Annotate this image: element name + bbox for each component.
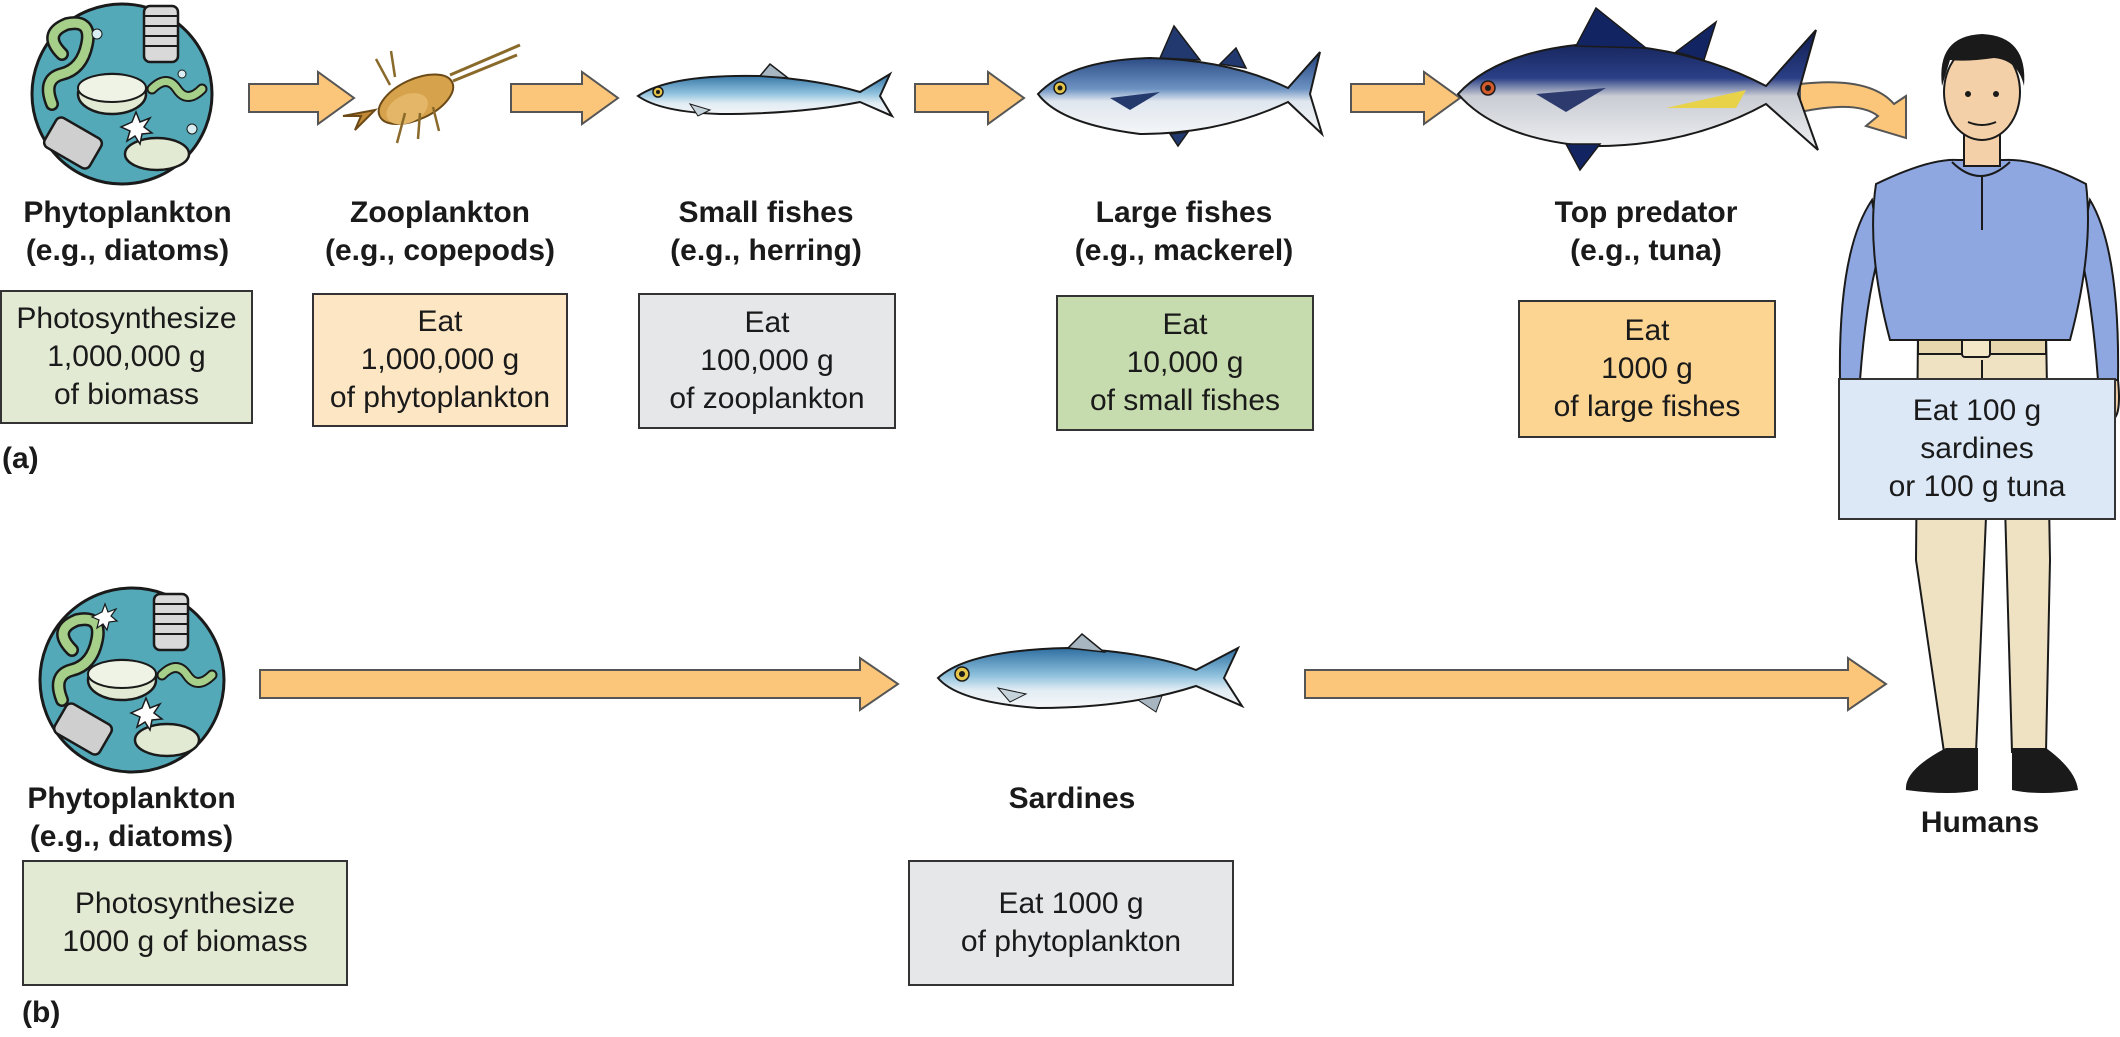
- box-line: of large fishes: [1553, 390, 1741, 423]
- arrow-large-fish-to-tuna: [1350, 70, 1462, 126]
- arrow-sardines-to-humans: [1304, 656, 1888, 712]
- stage-name-sardines: Sardines: [1008, 782, 1136, 815]
- tuna-icon: [1456, 6, 1819, 172]
- arrow-zoo-to-small-fish: [510, 70, 620, 126]
- stage-title: Top predator: [1554, 196, 1738, 229]
- stage-name-small-fishes: Small fishes (e.g., herring): [626, 194, 906, 270]
- stage-box-large-fishes: Eat 10,000 g of small fishes: [1056, 295, 1314, 431]
- stage-title: Phytoplankton: [27, 782, 236, 815]
- box-line: 1,000,000 g: [47, 340, 206, 373]
- box-line: of phytoplankton: [960, 925, 1182, 958]
- box-line: of small fishes: [1089, 384, 1281, 417]
- box-line: Eat: [417, 305, 463, 338]
- box-line: Photosynthesize: [74, 887, 296, 920]
- stage-name-large-fishes: Large fishes (e.g., mackerel): [1044, 194, 1324, 270]
- stage-example: (e.g., copepods): [324, 234, 555, 267]
- box-line: 100,000 g: [700, 344, 834, 377]
- arrow-phyto-to-sardines: [259, 656, 900, 712]
- box-line: 1,000,000 g: [360, 343, 520, 376]
- box-line: 1000 g of biomass: [62, 925, 308, 958]
- stage-box-top-predator: Eat 1000 g of large fishes: [1518, 300, 1776, 438]
- stage-example: (e.g., mackerel): [1074, 234, 1294, 267]
- panel-label-a: (a): [2, 442, 39, 475]
- stage-name-phytoplankton-a: Phytoplankton (e.g., diatoms): [0, 194, 255, 270]
- stage-title: Zooplankton: [350, 196, 530, 229]
- copepod-icon: [342, 43, 521, 144]
- stage-box-zooplankton: Eat 1,000,000 g of phytoplankton: [312, 293, 568, 427]
- stage-name-top-predator: Top predator (e.g., tuna): [1506, 194, 1786, 270]
- stage-box-small-fishes: Eat 100,000 g of zooplankton: [638, 293, 896, 429]
- box-line: of phytoplankton: [329, 381, 551, 414]
- stage-example: (e.g., diatoms): [29, 820, 234, 853]
- humans-label: Humans: [1920, 806, 2040, 839]
- stage-box-sardines: Eat 1000 g of phytoplankton: [908, 860, 1234, 986]
- box-line: Photosynthesize: [16, 302, 237, 335]
- box-line: Eat 100 g: [1912, 394, 2042, 427]
- stage-example: (e.g., tuna): [1570, 234, 1722, 267]
- stage-title: Large fishes: [1095, 196, 1273, 229]
- diatom-cluster-icon: [30, 2, 214, 186]
- herring-icon: [636, 62, 895, 119]
- stage-title: Phytoplankton: [23, 196, 232, 229]
- box-line: or 100 g tuna: [1888, 470, 2066, 503]
- box-line: 10,000 g: [1126, 346, 1244, 379]
- box-line: of zooplankton: [669, 382, 865, 415]
- box-line: Eat: [744, 306, 790, 339]
- box-line: Eat: [1624, 314, 1670, 347]
- stage-box-phytoplankton-b: Photosynthesize 1000 g of biomass: [22, 860, 348, 986]
- diatom-cluster-icon: [38, 586, 226, 774]
- stage-name-zooplankton: Zooplankton (e.g., copepods): [300, 194, 580, 270]
- box-line: of biomass: [53, 378, 200, 411]
- box-line: sardines: [1920, 432, 2034, 465]
- stage-example: (e.g., diatoms): [25, 234, 230, 267]
- arrow-tuna-to-humans: [1799, 81, 1907, 140]
- stage-name-phytoplankton-b: Phytoplankton (e.g., diatoms): [4, 780, 259, 856]
- humans-box: Eat 100 g sardines or 100 g tuna: [1838, 378, 2116, 520]
- arrow-phyto-to-zoo: [248, 70, 356, 126]
- panel-label-b: (b): [22, 996, 61, 1029]
- stage-box-phytoplankton-a: Photosynthesize 1,000,000 g of biomass: [0, 290, 253, 424]
- box-line: Eat: [1162, 308, 1208, 341]
- sardine-icon: [936, 632, 1245, 713]
- mackerel-icon: [1036, 24, 1325, 148]
- box-line: Eat 1000 g: [998, 887, 1144, 920]
- box-line: 1000 g: [1601, 352, 1693, 385]
- arrow-small-to-large-fish: [914, 70, 1026, 126]
- stage-title: Small fishes: [678, 196, 854, 229]
- stage-example: (e.g., herring): [670, 234, 862, 267]
